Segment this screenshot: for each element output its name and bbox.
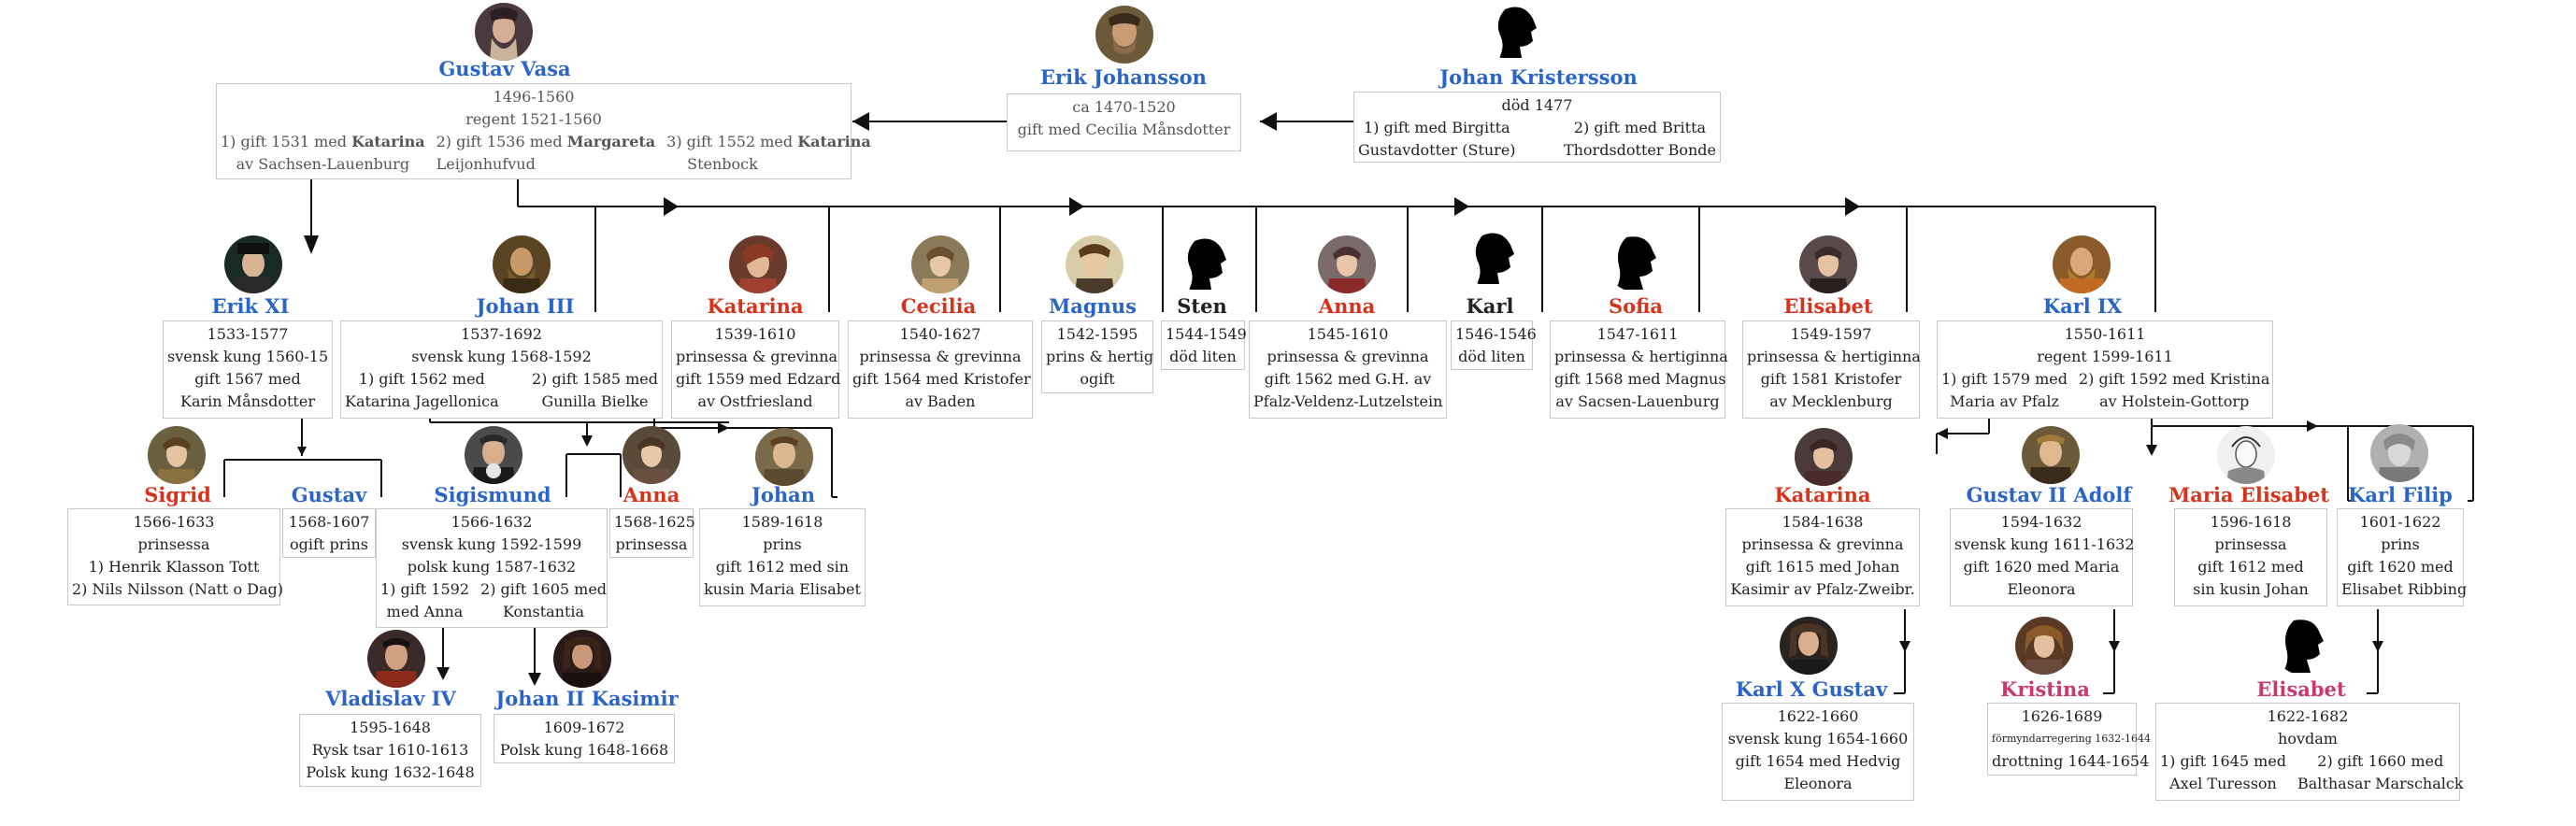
portrait-johan [755,428,813,486]
info-gustav-vasa: 1496-1560 regent 1521-1560 1) gift 1531 … [216,83,871,179]
portrait-karl-filip [2370,424,2428,482]
name-magnus: Magnus [1049,294,1137,318]
name-johan-ii-kasimir: Johan II Kasimir [495,687,679,710]
name-gustav: Gustav [291,483,367,506]
name-karl-filip: Karl Filip [2348,483,2453,506]
portrait-kristina [2015,617,2073,675]
portrait-vladislav-iv [367,630,425,688]
name-anna-1545: Anna [1318,294,1376,318]
name-johan-iii: Johan III [476,294,575,318]
portrait-anna-1545 [1318,235,1376,293]
name-gustav-ii-adolf: Gustav II Adolf [1966,483,2132,506]
portrait-karl-ix [2053,235,2111,293]
name-sten: Sten [1177,294,1227,318]
silhouette-johan-kristersson [1486,4,1544,62]
portrait-johan-ii-kasimir [553,630,611,688]
name-karl-x-gustav: Karl X Gustav [1735,677,1888,701]
name-maria-elisabet: Maria Elisabet [2168,483,2329,506]
name-johan: Johan [751,483,816,506]
portrait-erik-xi [224,235,282,293]
name-sigismund: Sigismund [434,483,551,506]
portrait-karl-x-gustav [1780,617,1838,675]
name-vladislav-iv: Vladislav IV [325,687,456,710]
portrait-katarina-1539 [729,235,787,293]
name-erik-xi: Erik XI [211,294,290,318]
name-anna-1568: Anna [623,483,680,506]
portrait-magnus [1066,235,1123,293]
portrait-gustav-ii-adolf [2022,426,2080,484]
portrait-erik-johansson [1095,6,1153,64]
portrait-gustav-vasa [475,3,533,61]
name-gustav-vasa: Gustav Vasa [438,57,571,80]
silhouette-sofia [1606,234,1664,292]
portrait-maria-elisabet [2217,426,2275,484]
silhouette-elisabet-1622 [2273,617,2331,675]
name-elisabet-1622: Elisabet [2256,677,2346,701]
name-katarina-1584: Katarina [1774,483,1871,506]
name-katarina-1539: Katarina [707,294,804,318]
name-karl: Karl [1466,294,1514,318]
portrait-sigismund [465,426,522,484]
name-karl-ix: Karl IX [2042,294,2123,318]
portrait-johan-iii [493,235,551,293]
name-erik-johansson: Erik Johansson [1040,65,1207,89]
name-sofia: Sofia [1608,294,1664,318]
portrait-cecilia [911,235,969,293]
name-sigrid: Sigrid [144,483,211,506]
portrait-sigrid [148,426,206,484]
name-cecilia: Cecilia [900,294,977,318]
silhouette-sten [1176,235,1234,293]
portrait-elisabet-1549 [1799,235,1857,293]
name-kristina: Kristina [2000,677,2090,701]
info-erik-johansson: ca 1470-1520 gift med Cecilia Månsdotter [1007,93,1241,151]
name-elisabet-1549: Elisabet [1783,294,1873,318]
portrait-anna-1568 [623,426,680,484]
portrait-katarina-1584 [1795,428,1853,486]
silhouette-karl [1464,230,1522,288]
name-johan-kristersson: Johan Kristersson [1439,65,1638,89]
